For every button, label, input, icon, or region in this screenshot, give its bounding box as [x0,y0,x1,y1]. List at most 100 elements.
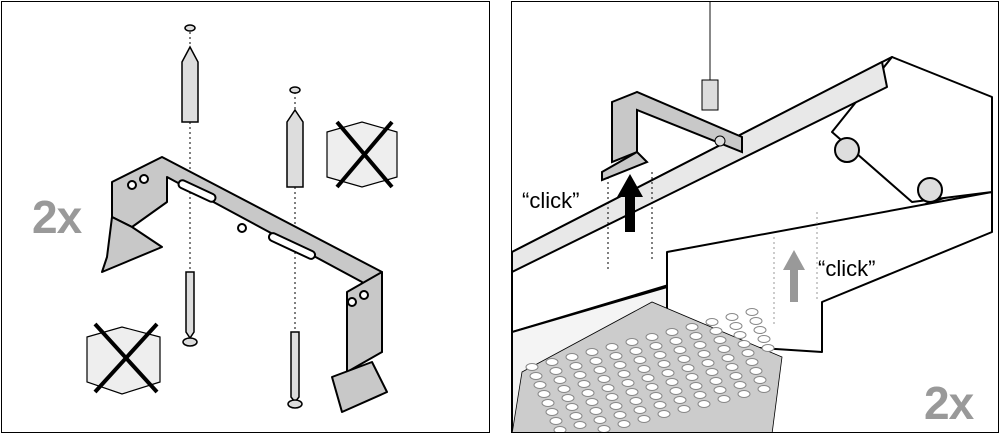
led-dot [697,400,711,408]
led-dot [753,376,767,384]
step-panel-bracket-mounting: 2x [1,1,490,433]
led-dot [685,373,699,381]
led-dot [677,355,691,363]
led-dot [757,385,771,393]
no-packaging-icon [86,322,161,395]
led-dot [729,322,743,330]
led-dot [569,362,583,370]
led-dot [733,381,747,389]
led-dot [609,352,623,360]
wire-gripper [701,79,719,111]
led-dot [585,348,599,356]
led-dot [733,331,747,339]
led-dot [709,327,723,335]
led-dot [577,380,591,388]
led-dot [749,317,763,325]
led-dot [673,396,687,404]
led-dot [553,426,567,432]
led-dot [657,360,671,368]
led-dot [585,398,599,406]
led-dot [549,417,563,425]
no-packaging-icon [326,120,398,189]
led-dot [605,393,619,401]
led-dot [717,345,731,353]
led-dot [593,416,607,424]
led-dot [669,337,683,345]
led-dot [597,425,611,432]
led-dot [653,351,667,359]
led-dot [613,411,627,419]
click-label: “click” [522,188,580,213]
led-dot [589,357,603,365]
led-dot [561,394,575,402]
bracket-mounting-illustration [86,24,398,413]
led-dot [529,372,543,380]
led-dot [737,340,751,348]
led-dot [729,372,743,380]
led-dot [541,399,555,407]
led-dot [757,335,771,343]
led-dot [565,353,579,361]
led-dot [597,375,611,383]
led-dot [645,333,659,341]
led-dot [641,374,655,382]
led-dot [717,395,731,403]
led-dot [637,365,651,373]
quantity-label: 2x [32,191,82,243]
led-dot [637,415,651,423]
led-dot [645,383,659,391]
led-dot [745,358,759,366]
led-dot [665,378,679,386]
quantity-label: 2x [924,377,974,429]
click-label: “click” [818,256,876,281]
led-dot [725,363,739,371]
led-dot [669,387,683,395]
led-dot [605,343,619,351]
led-dot [749,367,763,375]
luminaire-clip-illustration [512,2,993,432]
led-dot [677,405,691,413]
step-panel-luminaire-clip: “click” “click” 2x [511,1,999,433]
led-dot [713,386,727,394]
led-dot [697,350,711,358]
led-dot [549,367,563,375]
led-dot [625,338,639,346]
led-dot [713,336,727,344]
led-array [525,308,775,432]
screw-icon [182,271,303,409]
led-dot [629,347,643,355]
led-dot [593,366,607,374]
mounting-bracket [101,156,388,413]
mounting-bracket [601,90,743,182]
led-dot [613,361,627,369]
led-dot [661,369,675,377]
led-dot [633,406,647,414]
led-dot [569,412,583,420]
led-dot [753,326,767,334]
led-dot [625,388,639,396]
arrow-up-icon [783,250,805,302]
led-dot [701,359,715,367]
led-dot [553,376,567,384]
led-dot [685,323,699,331]
led-dot [693,391,707,399]
led-dot [737,390,751,398]
led-dot [653,401,667,409]
led-dot [545,358,559,366]
led-dot [525,363,539,371]
led-dot [693,341,707,349]
arrow-up-icon [617,174,643,232]
led-dot [601,384,615,392]
led-dot [581,389,595,397]
led-dot [681,364,695,372]
led-dot [545,408,559,416]
led-dot [557,385,571,393]
led-dot [705,318,719,326]
led-dot [689,382,703,390]
led-dot [705,368,719,376]
led-dot [617,420,631,428]
led-dot [629,397,643,405]
wall-plug-icon [181,24,304,188]
led-dot [573,421,587,429]
led-dot [673,346,687,354]
